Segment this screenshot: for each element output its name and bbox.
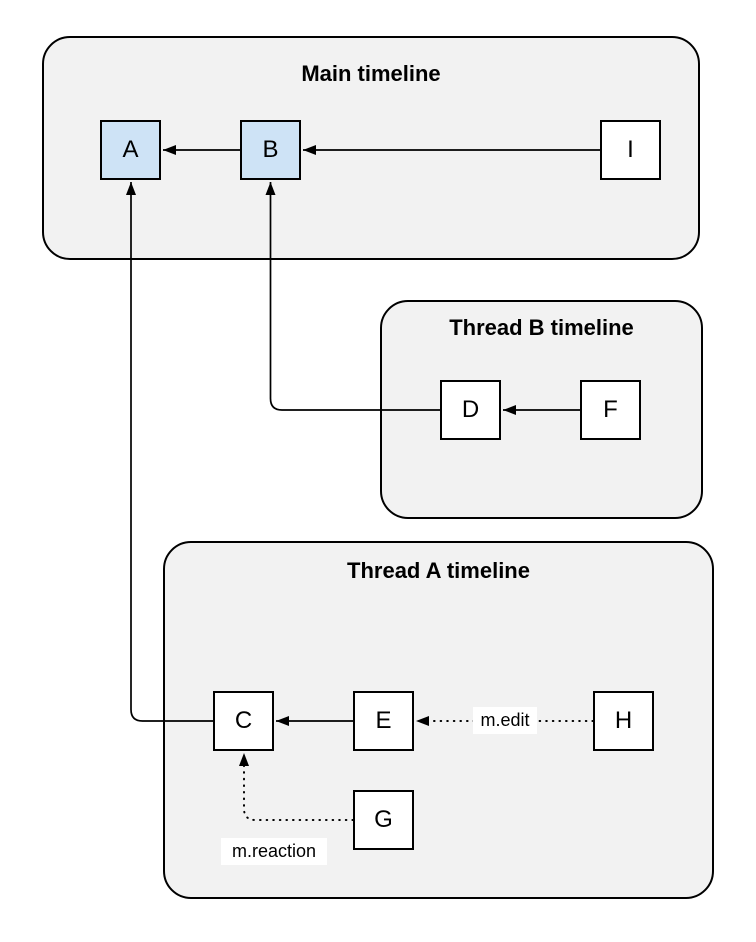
- node-c: C: [213, 691, 274, 751]
- main-timeline-title: Main timeline: [301, 61, 441, 86]
- node-a: A: [100, 120, 161, 180]
- node-i: I: [600, 120, 661, 180]
- node-f: F: [580, 380, 641, 440]
- thread-b-timeline-title: Thread B timeline: [449, 315, 634, 340]
- container-thread-b-timeline: Thread B timeline: [380, 300, 703, 519]
- node-d: D: [440, 380, 501, 440]
- node-e: E: [353, 691, 414, 751]
- thread-a-timeline-title: Thread A timeline: [347, 558, 530, 583]
- edge-label-m-reaction: m.reaction: [221, 838, 327, 865]
- node-h: H: [593, 691, 654, 751]
- edge-label-m-edit: m.edit: [473, 707, 537, 734]
- node-b: B: [240, 120, 301, 180]
- node-g: G: [353, 790, 414, 850]
